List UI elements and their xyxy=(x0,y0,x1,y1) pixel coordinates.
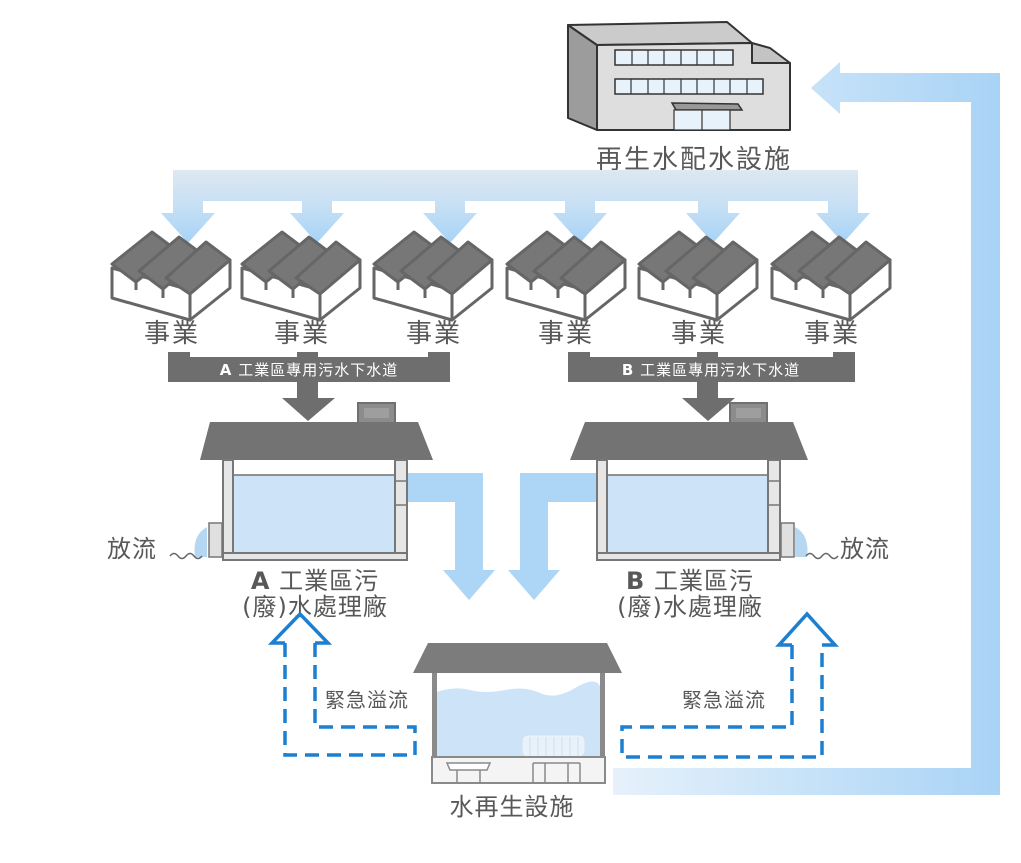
enterprise-label: 事業 xyxy=(144,319,200,349)
discharge-label-b: 放流 xyxy=(840,535,890,563)
reclaimed-water-distribution-pipe xyxy=(161,170,870,243)
emergency-overflow-label-a: 緊急溢流 xyxy=(325,688,409,712)
sewer-arrow-a xyxy=(282,398,335,421)
emergency-overflow-label-b: 緊急溢流 xyxy=(682,688,766,712)
reclamation-facility-label: 水再生設施 xyxy=(450,793,575,821)
emergency-overflow-arrow-b xyxy=(620,611,839,759)
plant-b-label-line1: B 工業區污 xyxy=(626,567,754,595)
office-building-icon xyxy=(567,21,791,131)
distribution-arrow xyxy=(161,200,215,243)
enterprise-label: 事業 xyxy=(538,319,594,349)
distribution-arrow xyxy=(290,200,344,243)
enterprise-label: 事業 xyxy=(804,319,860,349)
factory-icon xyxy=(505,230,627,322)
enterprise-label: 事業 xyxy=(671,319,727,349)
plant-a-label-line2: (廢)水處理廠 xyxy=(242,593,388,621)
sewer-label-a: A 工業區專用污水下水道 xyxy=(220,361,398,379)
enterprise-label: 事業 xyxy=(406,319,462,349)
factory-icon xyxy=(770,230,892,322)
factory-icon xyxy=(240,230,362,322)
factory-icon xyxy=(372,230,494,322)
discharge-label-a: 放流 xyxy=(107,535,157,563)
sewer-label-b: B 工業區專用污水下水道 xyxy=(622,361,800,379)
factory-icon xyxy=(110,230,232,322)
distribution-arrow xyxy=(553,200,607,243)
sewer-bar-b xyxy=(568,352,855,421)
distribution-arrow xyxy=(686,200,740,243)
reclamation-facility-icon xyxy=(413,643,622,784)
distribution-arrow xyxy=(423,200,477,243)
emergency-overflow-arrow-a xyxy=(267,611,417,757)
effluent-flow-arrow-a xyxy=(405,473,495,600)
sewer-arrow-b xyxy=(682,398,735,421)
sewer-bar-a xyxy=(168,352,450,421)
effluent-flow-arrow-b xyxy=(508,473,599,600)
factory-icon xyxy=(637,230,759,322)
treatment-plant-b-icon xyxy=(570,402,839,561)
treatment-plant-a-icon xyxy=(169,402,433,561)
plant-a-label-line1: A 工業區污 xyxy=(251,567,379,595)
plant-b-label-line2: (廢)水處理廠 xyxy=(617,593,763,621)
distribution-arrow xyxy=(816,200,870,243)
enterprise-label: 事業 xyxy=(274,319,330,349)
